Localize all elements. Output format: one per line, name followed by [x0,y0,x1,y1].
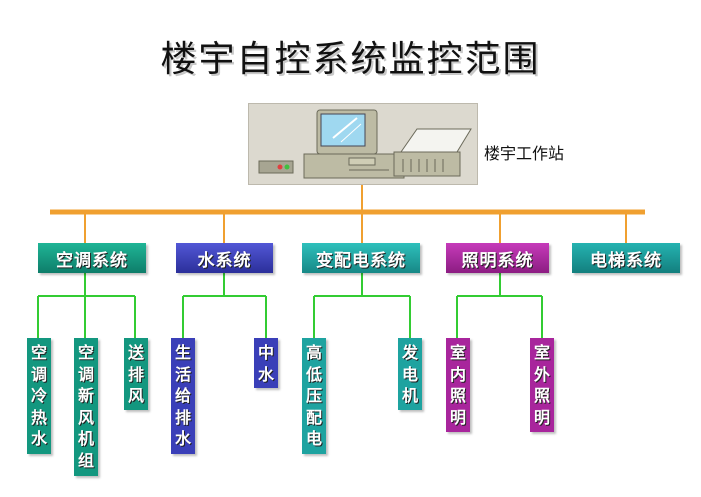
branch-power [313,273,411,338]
system-water: 水系统 [176,243,273,273]
system-power: 变配电系统 [302,243,420,273]
system-elevator: 电梯系统 [572,243,680,273]
computer-icon [258,109,472,179]
page-title: 楼宇自控系统监控范围 [160,39,541,80]
subsystem-indoor-lighting: 室内照明 [446,338,470,432]
subsystem-fresh-air-unit: 空调新风机组 [74,338,98,476]
subsystem-generator: 发电机 [398,338,422,410]
subsystem-hv-lv-distribution: 高低压配电 [302,338,326,454]
workstation-label: 楼宇工作站 [484,144,565,163]
subsystem-domestic-water: 生活给排水 [171,338,195,454]
system-lighting: 照明系统 [446,243,549,273]
subsystem-chilled-hot-water: 空调冷热水 [27,338,51,454]
branch-lighting [456,273,543,338]
branch-aircon [37,273,136,338]
subsystem-supply-exhaust: 送排风 [124,338,148,410]
subsystem-reclaimed-water: 中水 [254,338,278,388]
subsystem-outdoor-lighting: 室外照明 [530,338,554,432]
workstation-image [248,103,478,185]
branch-water [182,273,267,338]
system-aircon: 空调系统 [38,243,146,273]
